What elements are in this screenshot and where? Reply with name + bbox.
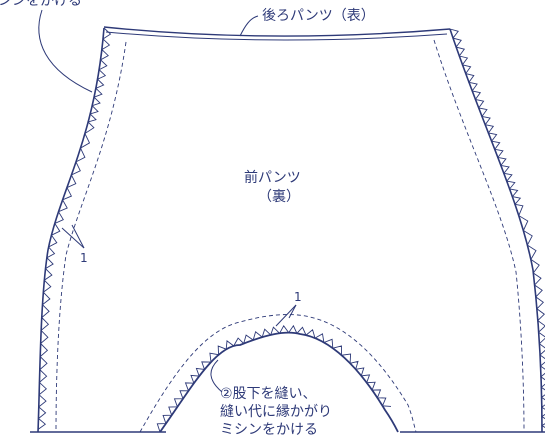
label-front-pants: 前パンツ	[244, 169, 301, 186]
crotch-seam	[159, 331, 399, 433]
back-pants-top-edge	[103, 26, 451, 37]
back-pants-top-edge-inner	[105, 31, 448, 41]
left-overlock-stitch	[37, 27, 112, 430]
leader-back-pants	[239, 15, 259, 37]
leader-marker-left-b	[71, 224, 85, 249]
step-note-line1: ②股下を縫い、	[220, 386, 317, 402]
label-top-left: シンをかける	[0, 0, 82, 9]
leader-marker-crotch-a	[275, 304, 297, 327]
right-side-seam	[449, 28, 543, 433]
marker-left: 1	[80, 251, 88, 265]
step-note-line3: ミシンをかける	[220, 422, 318, 438]
right-stitch-line	[433, 39, 525, 433]
crotch-stitch-line	[139, 314, 417, 433]
leader-step-note	[210, 359, 223, 393]
label-front-pants-side: （裏）	[258, 188, 300, 205]
leader-top-left	[38, 9, 93, 93]
leader-marker-crotch-b	[288, 304, 297, 319]
step-note-line2: 縫い代に縁かがり	[220, 404, 332, 420]
leader-marker-left-a	[61, 227, 85, 249]
crotch-overlock-stitch	[156, 324, 392, 433]
left-stitch-line	[55, 41, 127, 433]
left-side-seam	[37, 27, 105, 433]
right-overlock-stitch	[449, 28, 545, 428]
marker-crotch: 1	[294, 290, 302, 304]
label-back-pants: 後ろパンツ（表）	[262, 8, 375, 24]
